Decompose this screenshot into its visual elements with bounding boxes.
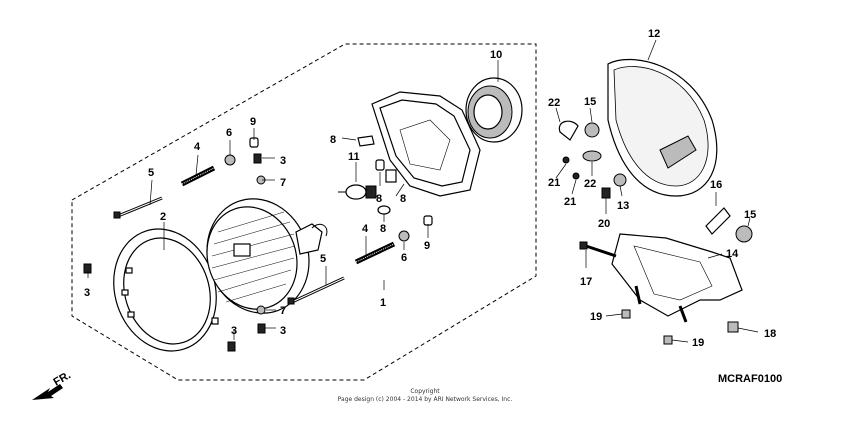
grommet-22-lower xyxy=(582,150,602,162)
headlight-unit-part xyxy=(206,198,328,314)
shell-12-part xyxy=(607,58,718,197)
label-8-b: 8 xyxy=(376,193,382,205)
socket-8-b xyxy=(375,159,385,171)
clip-9-lower xyxy=(423,215,433,226)
label-1: 1 xyxy=(380,297,386,309)
label-10: 10 xyxy=(490,49,502,61)
screw-20-part xyxy=(601,187,611,199)
stay-14-part xyxy=(611,233,743,323)
assembly-dashed-outline xyxy=(71,43,537,381)
label-18: 18 xyxy=(764,328,776,340)
screw-3-c xyxy=(257,323,266,334)
diagram-code: MCRAF0100 xyxy=(718,373,782,385)
label-11: 11 xyxy=(348,151,360,163)
screw-3-a xyxy=(253,153,262,164)
label-8-c: 8 xyxy=(400,193,406,205)
nut-6-upper xyxy=(224,154,236,166)
label-22-b: 22 xyxy=(584,178,596,190)
label-21-b: 21 xyxy=(564,196,576,208)
screw-3-b xyxy=(83,263,92,274)
label-21-a: 21 xyxy=(548,177,560,189)
label-8-a: 8 xyxy=(330,134,336,146)
clip-22-upper xyxy=(558,120,579,141)
case-10-part xyxy=(465,77,523,143)
label-22-a: 22 xyxy=(548,97,560,109)
socket-8-d xyxy=(377,205,391,215)
label-9-a: 9 xyxy=(250,116,256,128)
label-3-d: 3 xyxy=(280,325,286,337)
leader-lines xyxy=(87,39,759,343)
label-15-a: 15 xyxy=(584,96,596,108)
bolt-5-upper xyxy=(113,196,163,219)
socket-8-c xyxy=(385,169,397,183)
screw-21-a xyxy=(562,156,570,164)
label-3-a: 3 xyxy=(280,155,286,167)
label-9-b: 9 xyxy=(424,240,430,252)
label-6-b: 6 xyxy=(401,252,407,264)
nut-19-a xyxy=(621,309,631,319)
socket-8-a xyxy=(357,135,375,147)
label-19-a: 19 xyxy=(590,311,602,323)
screw-3-d xyxy=(227,341,236,352)
label-12: 12 xyxy=(648,28,660,40)
label-17: 17 xyxy=(580,276,592,288)
front-arrow-icon xyxy=(32,384,63,400)
screw-4-upper xyxy=(180,165,216,187)
label-14: 14 xyxy=(726,248,739,260)
label-4-b: 4 xyxy=(362,223,369,235)
nut-19-b xyxy=(663,335,673,345)
copyright-line-2: Page design (c) 2004 - 2014 by ARI Netwo… xyxy=(338,396,513,403)
label-5-a: 5 xyxy=(148,167,154,179)
bolt-5-lower xyxy=(287,276,345,305)
label-4-a: 4 xyxy=(194,141,201,153)
screw-4-lower xyxy=(354,241,396,265)
mounting-frame-part xyxy=(371,91,481,197)
label-8-d: 8 xyxy=(380,223,386,235)
nut-18-part xyxy=(727,321,739,333)
label-15-b: 15 xyxy=(744,209,756,221)
label-13: 13 xyxy=(617,200,629,212)
rim-ring-part xyxy=(113,228,219,352)
copyright-line-1: Copyright xyxy=(410,388,440,395)
grommet-15-upper xyxy=(584,122,600,138)
bulb-part xyxy=(338,184,377,200)
grommet-15-lower xyxy=(735,225,753,243)
collar-16-part xyxy=(705,207,731,235)
label-3-b: 3 xyxy=(84,287,90,299)
bolt-17-part xyxy=(579,241,617,258)
label-7-a: 7 xyxy=(280,177,286,189)
nut-6-lower xyxy=(398,230,410,242)
screw-21-b xyxy=(572,172,580,180)
label-7-b: 7 xyxy=(280,305,286,317)
collar-13-part xyxy=(613,173,627,187)
label-2: 2 xyxy=(160,211,166,223)
label-5-b: 5 xyxy=(320,253,326,265)
front-label: FR. xyxy=(52,369,73,388)
label-16: 16 xyxy=(710,179,722,191)
washer-7-lower xyxy=(256,305,266,315)
label-3-c: 3 xyxy=(231,325,237,337)
label-6-a: 6 xyxy=(226,127,232,139)
label-19-b: 19 xyxy=(692,337,704,349)
label-20: 20 xyxy=(598,218,610,230)
